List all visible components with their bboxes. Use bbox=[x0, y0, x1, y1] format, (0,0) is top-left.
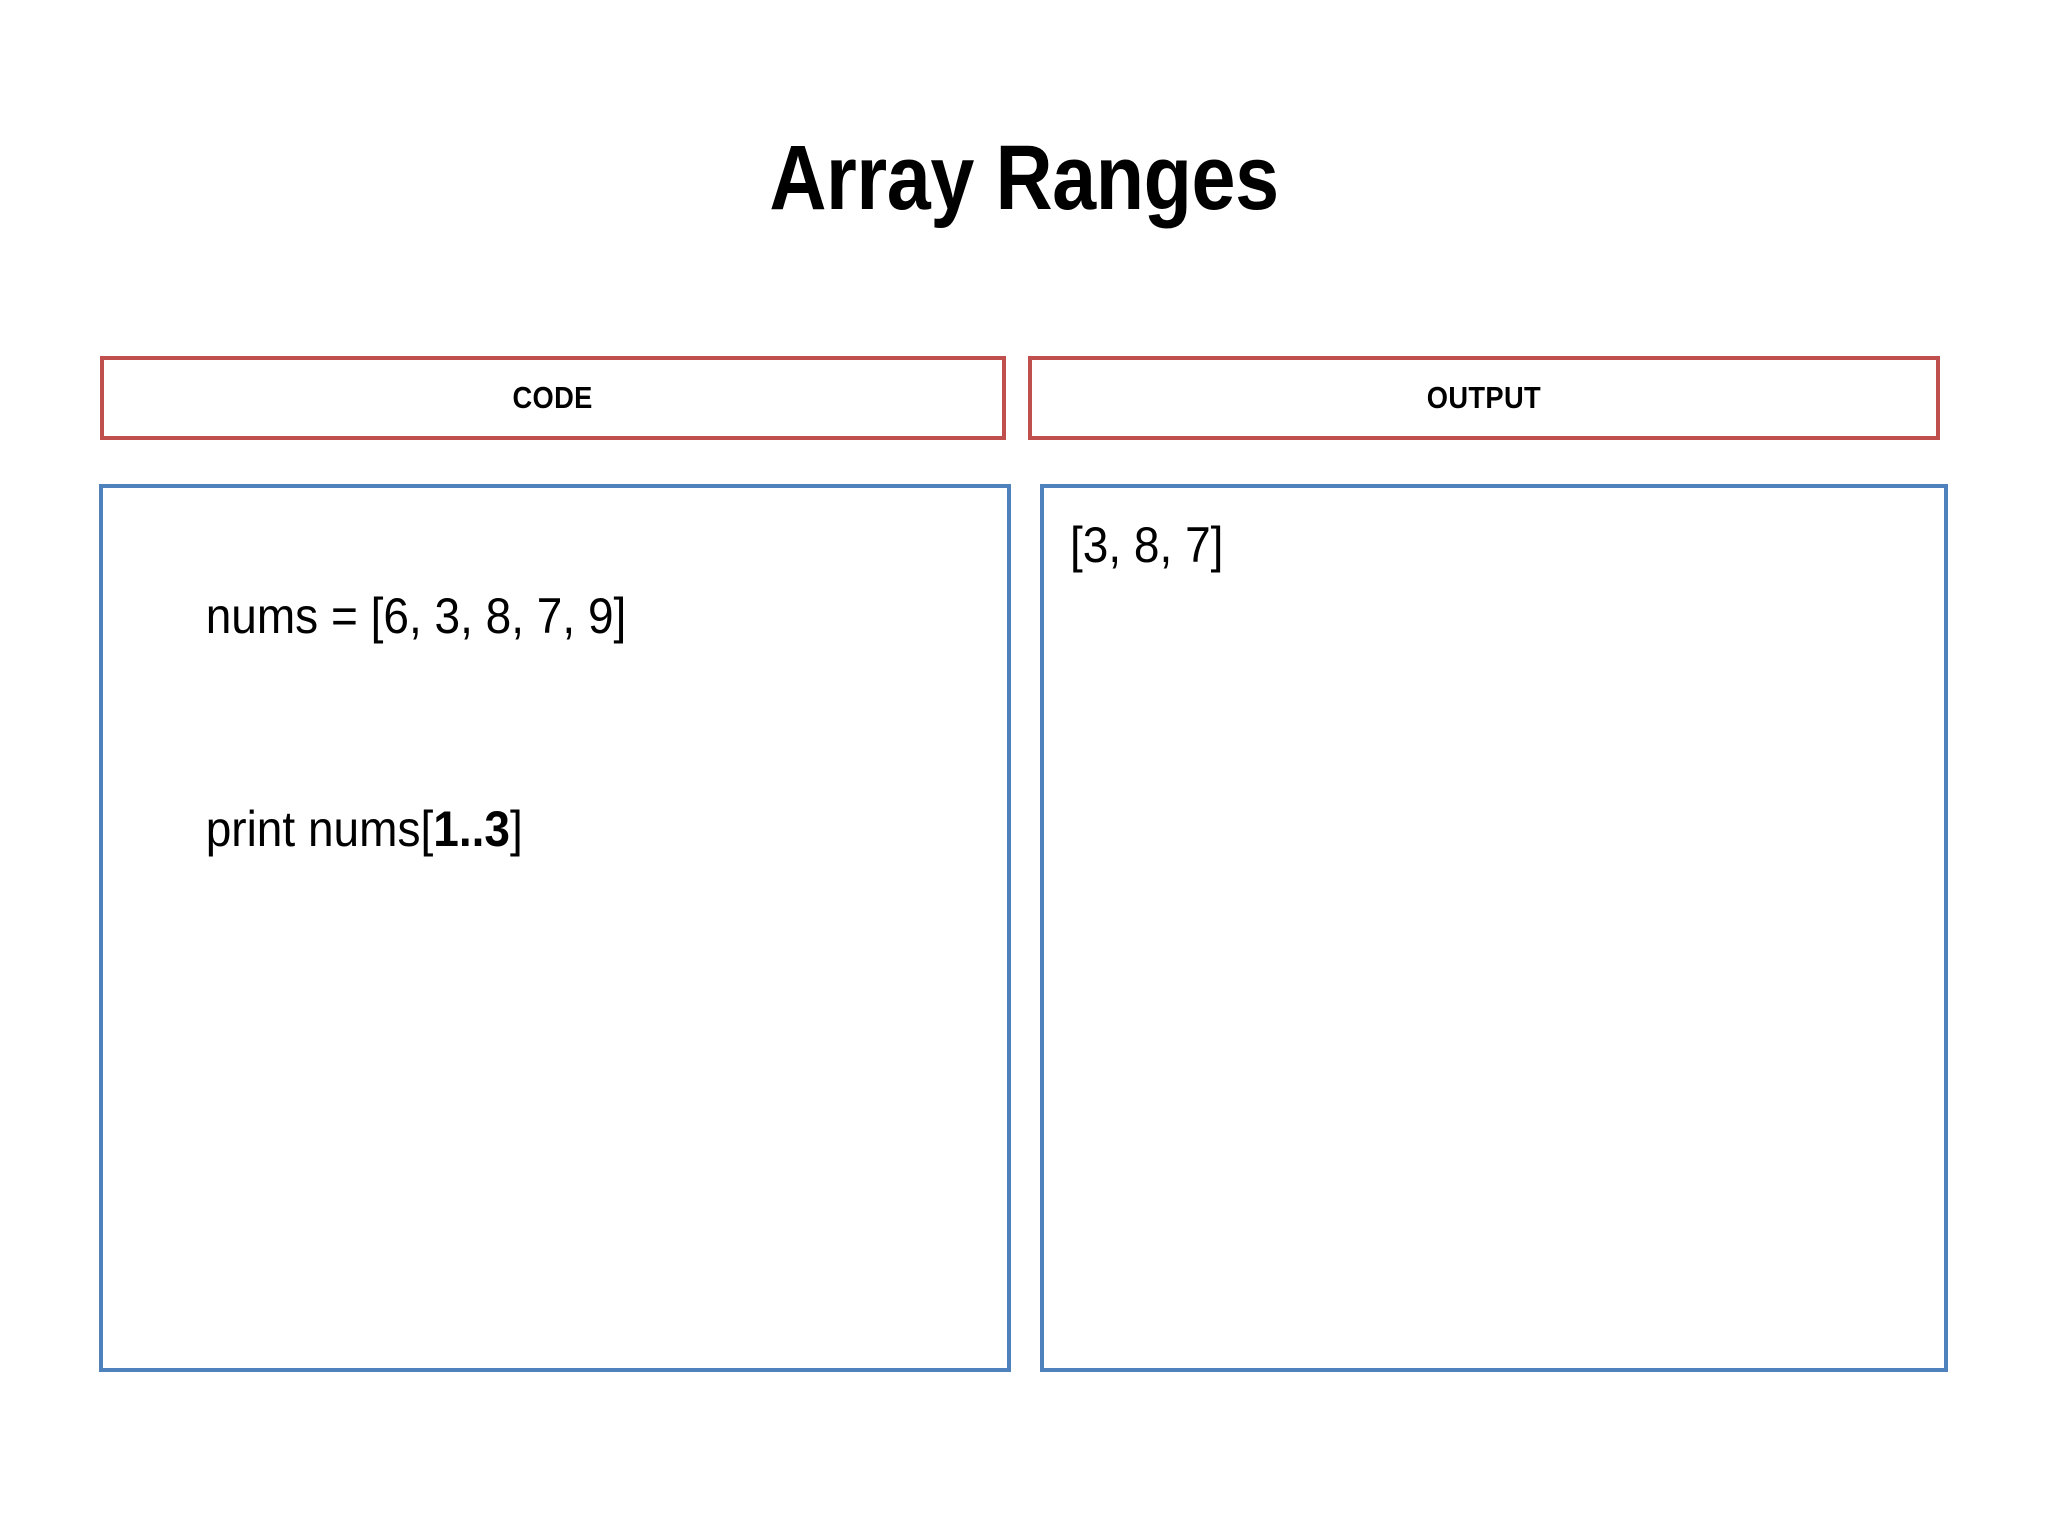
output-panel: [3, 8, 7] bbox=[1040, 484, 1948, 1372]
code-line: nums = [6, 3, 8, 7, 9] bbox=[129, 510, 913, 723]
code-column-header: CODE bbox=[100, 356, 1006, 440]
code-line-text: nums = [6, 3, 8, 7, 9] bbox=[205, 588, 627, 644]
code-header-label: CODE bbox=[512, 380, 594, 415]
page-title: Array Ranges bbox=[769, 127, 1279, 229]
code-line: print nums[1..3] bbox=[129, 723, 913, 936]
code-line-text: print nums[ bbox=[205, 801, 434, 857]
code-panel: nums = [6, 3, 8, 7, 9] print nums[1..3] bbox=[99, 484, 1011, 1372]
output-header-label: OUTPUT bbox=[1426, 380, 1542, 415]
code-line-suffix: ] bbox=[509, 801, 523, 857]
output-column-header: OUTPUT bbox=[1028, 356, 1940, 440]
code-line-emphasis: 1..3 bbox=[433, 801, 510, 857]
output-line: [3, 8, 7] bbox=[1070, 517, 1224, 573]
